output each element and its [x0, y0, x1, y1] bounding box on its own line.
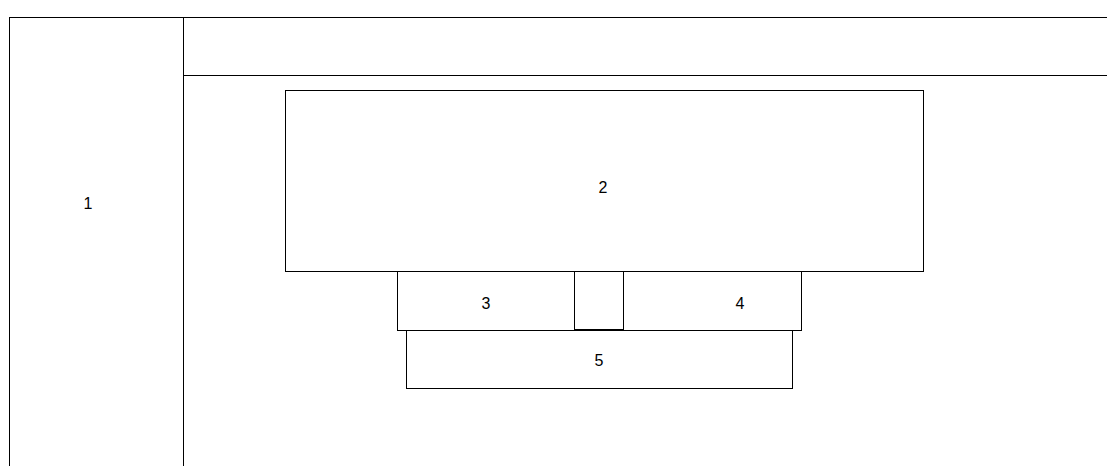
region-number: 3 — [482, 294, 491, 313]
region-number: 2 — [599, 178, 608, 197]
content-region: 2 — [285, 90, 924, 272]
footer-region: 5 — [406, 330, 793, 389]
header-bottom-line — [183, 75, 1107, 76]
button-region: 4 — [623, 271, 802, 331]
sidebar-region: 1 — [9, 17, 184, 466]
button-region: 3 — [397, 271, 575, 331]
spacer-box — [575, 272, 624, 330]
region-number: 5 — [595, 351, 604, 370]
region-number: 4 — [736, 294, 745, 313]
region-number: 1 — [84, 194, 93, 213]
